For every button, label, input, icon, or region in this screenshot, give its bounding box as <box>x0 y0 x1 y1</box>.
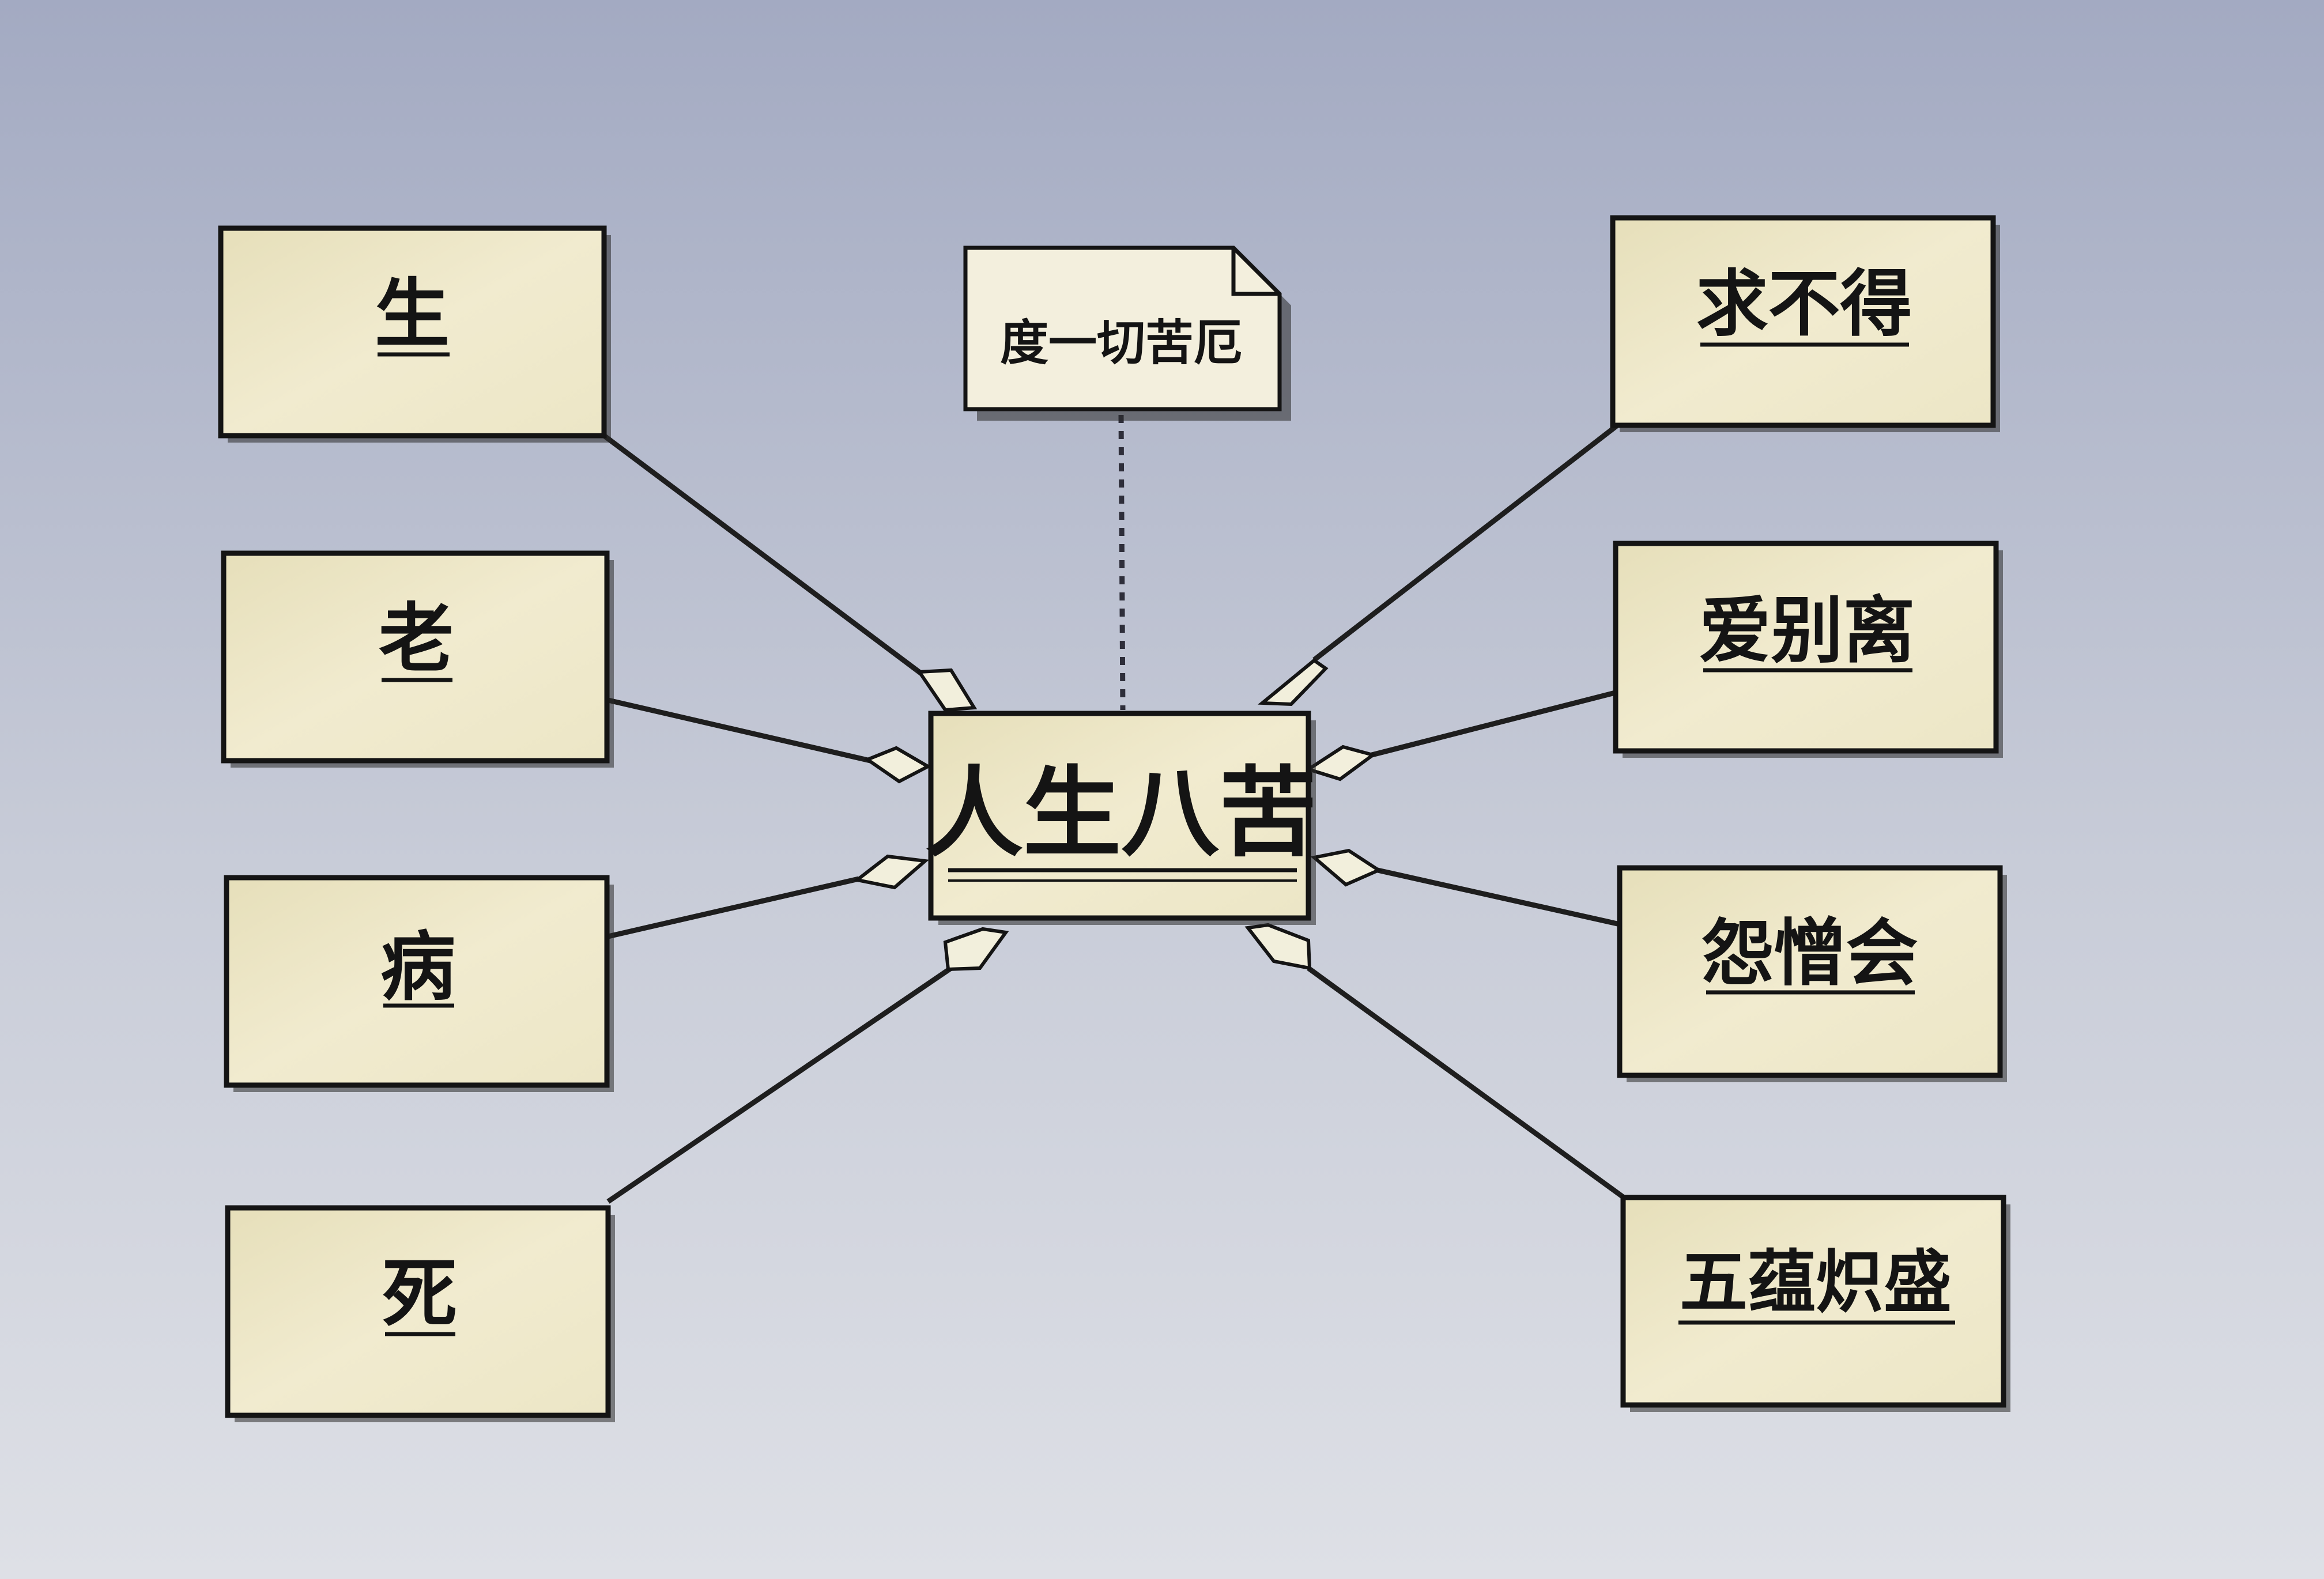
connector-sheng <box>598 430 924 677</box>
box-si <box>225 1205 611 1418</box>
node-yuanzenghui: 怨憎会 <box>1617 865 2007 1082</box>
box-sheng <box>218 225 607 439</box>
label-yuanzenghui: 怨憎会 <box>1702 912 1918 996</box>
center-node: 人生八苦 <box>925 711 1317 925</box>
node-wuyunchisheng: 五蕴炽盛 <box>1620 1195 2010 1412</box>
node-si: 死 <box>225 1205 615 1422</box>
connector-bing <box>607 876 860 939</box>
label-bing: 病 <box>380 923 455 1011</box>
box-qiubude <box>1610 215 1996 428</box>
note-label: 度一切苦厄 <box>1000 315 1242 371</box>
node-lao: 老 <box>221 550 614 768</box>
center-box <box>928 711 1311 921</box>
label-qiubude: 求不得 <box>1696 263 1912 346</box>
box-wuyunchisheng <box>1620 1195 2006 1408</box>
note: 度一切苦厄 <box>963 245 1291 421</box>
box-aibieli <box>1613 541 1999 754</box>
label-lao: 老 <box>379 595 454 682</box>
node-qiubude: 求不得 <box>1610 215 2000 432</box>
diamond-wuyunchisheng <box>1244 923 1312 970</box>
note-shape <box>963 245 1282 411</box>
diamond-bing <box>852 854 930 890</box>
center-label: 人生八苦 <box>925 757 1317 871</box>
box-bing <box>224 875 610 1088</box>
connector-wuyunchisheng <box>1307 966 1627 1201</box>
node-bing: 病 <box>224 875 614 1092</box>
label-sheng: 生 <box>375 270 450 358</box>
connector-yuanzenghui <box>1377 867 1623 928</box>
diamond-sheng <box>916 668 978 712</box>
box-lao <box>221 550 610 764</box>
label-wuyunchisheng: 五蕴炽盛 <box>1680 1242 1952 1322</box>
connector-aibieli <box>1371 689 1621 758</box>
box-yuanzenghui <box>1617 865 2003 1078</box>
connector-qiubude <box>1312 421 1621 662</box>
note-connector <box>1118 414 1126 711</box>
connector-lao <box>607 697 871 764</box>
diamond-si <box>943 927 1009 972</box>
label-si: 死 <box>382 1250 457 1338</box>
right-nodes: 求不得 爱别离 怨憎会 五蕴炽盛 <box>1610 215 2010 1412</box>
node-sheng: 生 <box>218 225 611 443</box>
left-nodes: 生 老 病 死 <box>218 225 615 1422</box>
diamond-qiubude <box>1258 658 1329 707</box>
node-aibieli: 爱别离 <box>1613 541 2003 758</box>
connector-si <box>606 966 953 1204</box>
label-aibieli: 爱别离 <box>1699 590 1915 673</box>
diamond-lao <box>863 746 932 784</box>
